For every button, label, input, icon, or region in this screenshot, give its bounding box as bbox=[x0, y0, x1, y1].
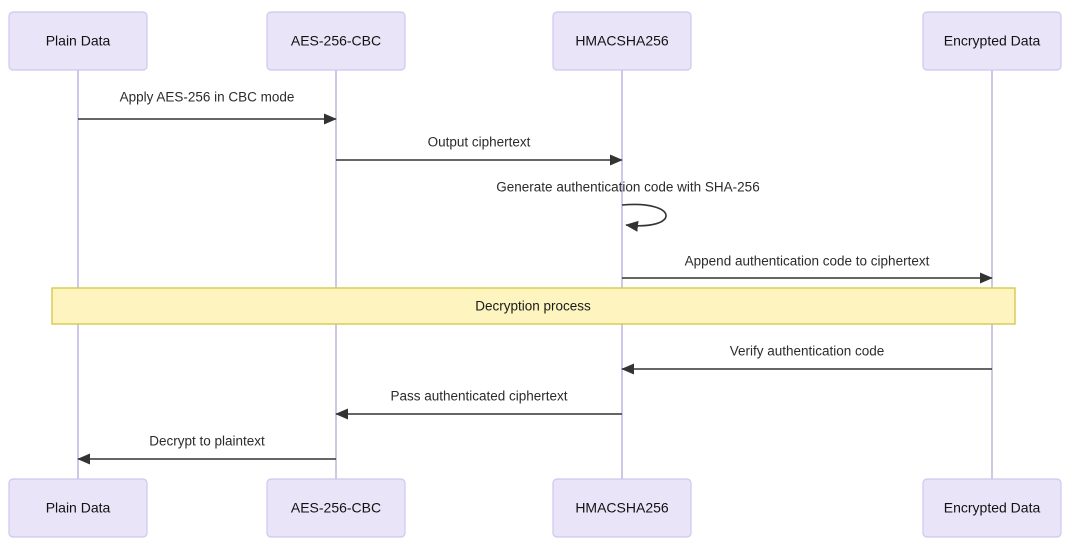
participant-label: AES-256-CBC bbox=[291, 33, 381, 49]
participant-plain-bottom[interactable]: Plain Data bbox=[8, 478, 148, 538]
participant-box bbox=[266, 478, 406, 538]
message-label: Verify authentication code bbox=[730, 344, 885, 359]
participant-box bbox=[266, 11, 406, 71]
participant-enc-bottom[interactable]: Encrypted Data bbox=[922, 478, 1062, 538]
participant-box bbox=[552, 11, 692, 71]
message-m7: Decrypt to plaintext bbox=[77, 434, 336, 465]
note-banner: Decryption process bbox=[51, 287, 1016, 325]
participant-aes-bottom[interactable]: AES-256-CBC bbox=[266, 478, 406, 538]
participant-box bbox=[922, 11, 1062, 71]
message-label: Pass authenticated ciphertext bbox=[390, 389, 567, 404]
message-m5: Verify authentication code bbox=[621, 344, 992, 375]
participant-box bbox=[922, 478, 1062, 538]
message-label: Decrypt to plaintext bbox=[149, 434, 265, 449]
participant-hmac-bottom[interactable]: HMACSHA256 bbox=[552, 478, 692, 538]
message-m6: Pass authenticated ciphertext bbox=[335, 389, 622, 420]
participant-label: AES-256-CBC bbox=[291, 500, 381, 516]
participant-box bbox=[8, 478, 148, 538]
participant-hmac-top[interactable]: HMACSHA256 bbox=[552, 11, 692, 71]
participant-label: Plain Data bbox=[46, 500, 111, 516]
self-message-loop bbox=[621, 203, 667, 232]
lifelines bbox=[77, 70, 993, 479]
participant-box bbox=[8, 11, 148, 71]
participant-label: Encrypted Data bbox=[944, 33, 1041, 49]
participant-enc-top[interactable]: Encrypted Data bbox=[922, 11, 1062, 71]
message-label: Apply AES-256 in CBC mode bbox=[120, 90, 295, 105]
notes: Decryption process bbox=[51, 287, 1016, 325]
message-m1: Apply AES-256 in CBC mode bbox=[78, 90, 337, 125]
note-rect bbox=[51, 287, 1016, 325]
participant-label: Plain Data bbox=[46, 33, 111, 49]
participant-label: HMACSHA256 bbox=[575, 500, 669, 516]
participant-label: HMACSHA256 bbox=[575, 33, 669, 49]
note-label: Decryption process bbox=[475, 299, 591, 314]
participant-label: Encrypted Data bbox=[944, 500, 1041, 516]
participant-aes-top[interactable]: AES-256-CBC bbox=[266, 11, 406, 71]
message-m2: Output ciphertext bbox=[336, 135, 623, 166]
participant-box bbox=[552, 478, 692, 538]
participant-plain-top[interactable]: Plain Data bbox=[8, 11, 148, 71]
message-m3: Generate authentication code with SHA-25… bbox=[496, 180, 760, 232]
message-label: Output ciphertext bbox=[428, 135, 531, 150]
message-label: Generate authentication code with SHA-25… bbox=[496, 180, 759, 195]
message-m4: Append authentication code to ciphertext bbox=[622, 254, 993, 284]
message-label: Append authentication code to ciphertext bbox=[685, 254, 930, 269]
